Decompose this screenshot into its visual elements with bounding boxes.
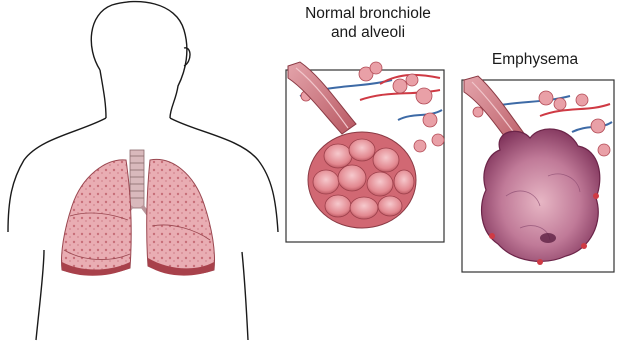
emphysema-enlarged-sac bbox=[482, 129, 600, 261]
alveolar-sac bbox=[308, 132, 416, 228]
emphysema-label: Emphysema bbox=[455, 50, 615, 69]
normal-alveoli-panel bbox=[286, 62, 444, 242]
lung-right-shape bbox=[147, 159, 215, 274]
normal-label-line2: and alveoli bbox=[268, 23, 468, 42]
normal-bronchiole-label: Normal bronchiole and alveoli bbox=[268, 4, 468, 42]
emphysema-panel bbox=[462, 76, 614, 272]
lungs bbox=[61, 150, 214, 276]
normal-label-line1: Normal bronchiole bbox=[268, 4, 468, 23]
